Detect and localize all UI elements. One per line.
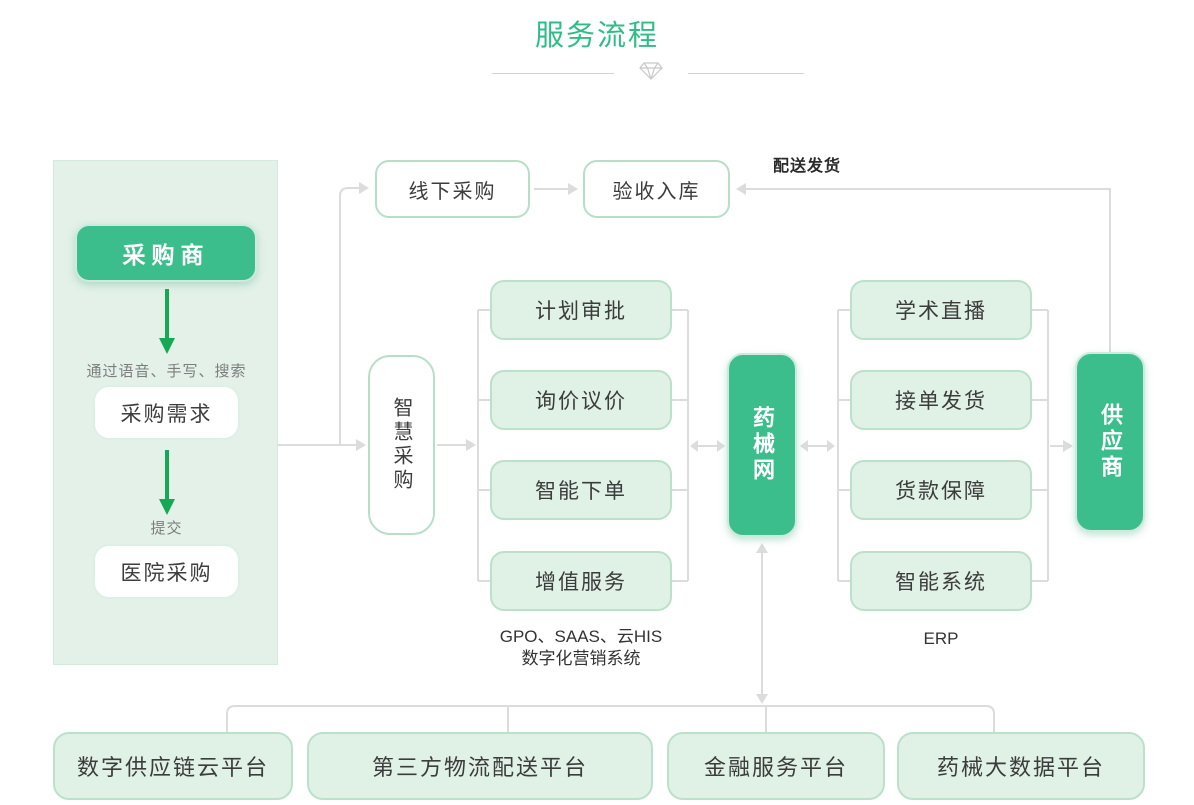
- offline-purchase-box: 线下采购: [375, 160, 530, 218]
- payment-guarantee-box: 货款保障: [850, 460, 1032, 520]
- third-party-logistics-platform-box: 第三方物流配送平台: [307, 732, 653, 800]
- digital-supply-chain-platform-box: 数字供应链云平台: [53, 732, 293, 800]
- purchaser-box: 采购商: [75, 224, 257, 282]
- smart-order-box: 智能下单: [490, 460, 672, 520]
- plan-approval-box: 计划审批: [490, 280, 672, 340]
- divider-line-right: [688, 72, 804, 74]
- supplier-box: 供应商: [1075, 352, 1145, 532]
- page-title: 服务流程: [534, 20, 659, 52]
- down-arrow-icon: [159, 450, 175, 515]
- caption-line: 数字化营销系统: [521, 649, 641, 668]
- middle-group-caption: GPO、SAAS、云HIS 数字化营销系统: [466, 626, 696, 670]
- purchaser-panel: 采购商 通过语音、手写、搜索 采购需求 提交 医院采购: [53, 160, 278, 665]
- caption-line: GPO、SAAS、云HIS: [499, 627, 663, 646]
- delivery-label: 配送发货: [773, 158, 842, 175]
- smart-system-box: 智能系统: [850, 551, 1032, 611]
- inquiry-bargain-box: 询价议价: [490, 370, 672, 430]
- big-data-platform-box: 药械大数据平台: [897, 732, 1145, 800]
- method-label: 通过语音、手写、搜索: [86, 363, 247, 380]
- academic-live-box: 学术直播: [850, 280, 1032, 340]
- order-shipping-box: 接单发货: [850, 370, 1032, 430]
- hospital-purchase-box: 医院采购: [93, 544, 240, 599]
- divider-line-left: [492, 72, 614, 74]
- down-arrow-icon: [159, 289, 175, 354]
- purchase-demand-box: 采购需求: [93, 385, 240, 440]
- financial-service-platform-box: 金融服务平台: [667, 732, 885, 800]
- submit-label: 提交: [150, 520, 183, 537]
- platform-box: 药械网: [727, 353, 797, 537]
- diamond-icon: [638, 61, 664, 86]
- title-divider: [492, 61, 804, 86]
- smart-purchase-box: 智慧采购: [368, 355, 435, 535]
- right-group-caption: ERP: [923, 629, 959, 648]
- value-added-service-box: 增值服务: [490, 551, 672, 611]
- acceptance-warehouse-box: 验收入库: [583, 160, 730, 218]
